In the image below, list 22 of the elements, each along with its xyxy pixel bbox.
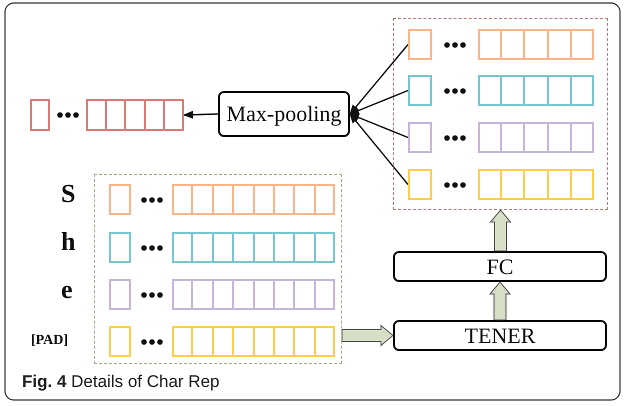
row-label: S: [61, 179, 76, 209]
vector-row: [408, 122, 594, 153]
process-box: FC: [393, 251, 607, 282]
dashed-group-box: [393, 18, 608, 210]
arrow: [349, 44, 409, 115]
row-label: e: [61, 275, 73, 305]
block-arrow: [488, 281, 512, 320]
row-label: [PAD]: [31, 333, 68, 349]
vector-row: [30, 99, 184, 131]
vector-row: [408, 169, 594, 200]
figure-caption: Fig. 4 Details of Char Rep: [22, 372, 220, 392]
arrow: [349, 113, 408, 138]
row-label: h: [61, 227, 76, 257]
process-box: TENER: [393, 320, 607, 351]
arrow: [349, 113, 409, 185]
arrow: [183, 110, 218, 119]
block-arrow: [342, 324, 394, 347]
process-box: Max-pooling: [218, 91, 350, 137]
arrow: [349, 90, 408, 115]
vector-row: [408, 75, 594, 106]
block-arrow: [489, 209, 512, 252]
vector-row: [408, 29, 594, 60]
